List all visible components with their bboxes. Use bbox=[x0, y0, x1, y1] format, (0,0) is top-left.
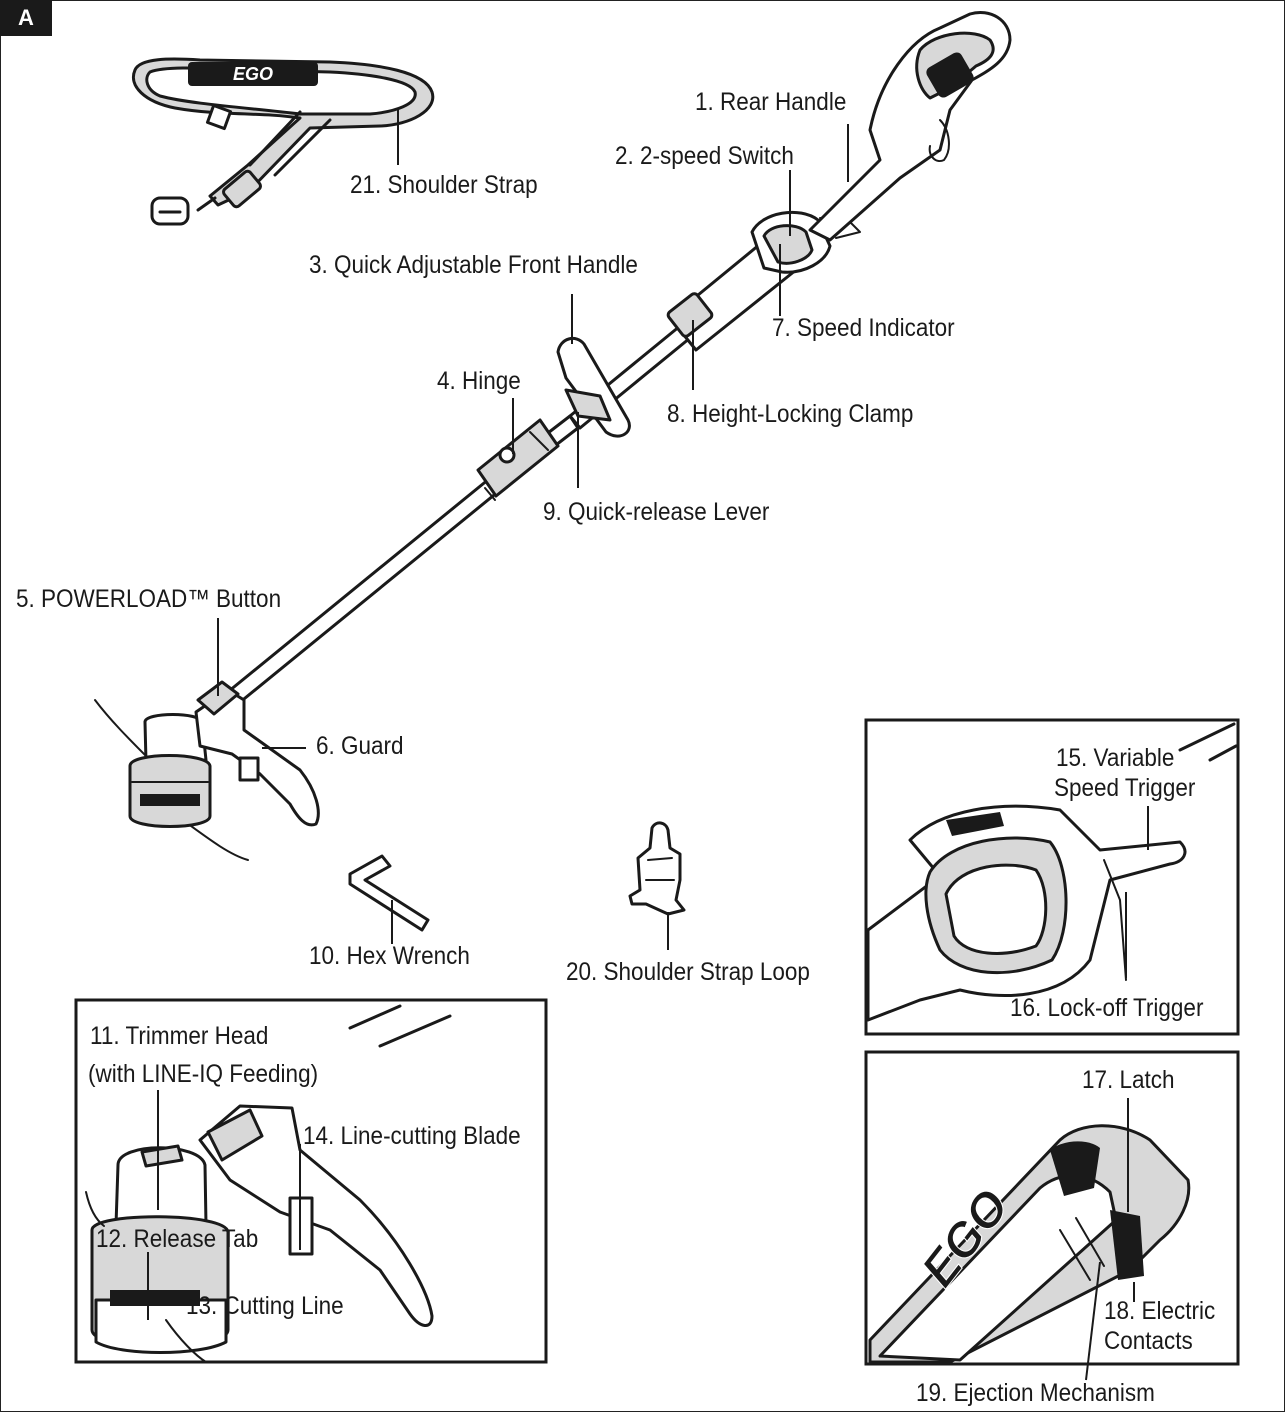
shoulder-strap-illustration: EGO bbox=[132, 57, 435, 226]
label-variable-trigger-2: Speed Trigger bbox=[1054, 774, 1196, 802]
label-release-tab: 12. Release Tab bbox=[96, 1225, 259, 1253]
figure-letter: A bbox=[0, 0, 52, 36]
label-2-speed-switch: 2. 2-speed Switch bbox=[615, 142, 794, 170]
strap-logo-patch bbox=[188, 62, 318, 86]
label-quick-release: 9. Quick-release Lever bbox=[543, 498, 770, 526]
label-powerload-button: 5. POWERLOAD™ Button bbox=[16, 585, 282, 613]
label-guard: 6. Guard bbox=[316, 732, 404, 760]
label-latch: 17. Latch bbox=[1082, 1066, 1175, 1094]
label-hinge: 4. Hinge bbox=[437, 367, 521, 395]
label-electric-contacts-1: 18. Electric bbox=[1104, 1297, 1216, 1325]
strap-loop-illustration bbox=[628, 821, 686, 950]
inset-trimmer-head-illustration bbox=[85, 1004, 452, 1363]
label-variable-trigger-1: 15. Variable bbox=[1056, 744, 1175, 772]
label-shoulder-strap: 21. Shoulder Strap bbox=[350, 171, 538, 199]
label-lockoff-trigger: 16. Lock-off Trigger bbox=[1010, 994, 1204, 1022]
label-rear-handle: 1. Rear Handle bbox=[695, 88, 847, 116]
string-trimmer-illustration bbox=[94, 11, 1012, 861]
strap-logo: EGO bbox=[233, 64, 273, 84]
label-front-handle: 3. Quick Adjustable Front Handle bbox=[309, 251, 638, 279]
label-line-cutting-blade: 14. Line-cutting Blade bbox=[303, 1122, 521, 1150]
label-trimmer-head-1: 11. Trimmer Head bbox=[90, 1022, 269, 1050]
label-ejection: 19. Ejection Mechanism bbox=[916, 1379, 1155, 1407]
label-trimmer-head-2: (with LINE-IQ Feeding) bbox=[88, 1060, 319, 1088]
inset-rear-handle-illustration bbox=[866, 722, 1238, 1022]
hex-wrench-illustration bbox=[348, 854, 430, 944]
label-shoulder-strap-loop: 20. Shoulder Strap Loop bbox=[566, 958, 810, 986]
label-electric-contacts-2: Contacts bbox=[1104, 1327, 1193, 1355]
label-cutting-line: 13. Cutting Line bbox=[186, 1292, 344, 1320]
label-speed-indicator: 7. Speed Indicator bbox=[772, 314, 955, 342]
label-hex-wrench: 10. Hex Wrench bbox=[309, 942, 470, 970]
label-height-clamp: 8. Height-Locking Clamp bbox=[667, 400, 914, 428]
